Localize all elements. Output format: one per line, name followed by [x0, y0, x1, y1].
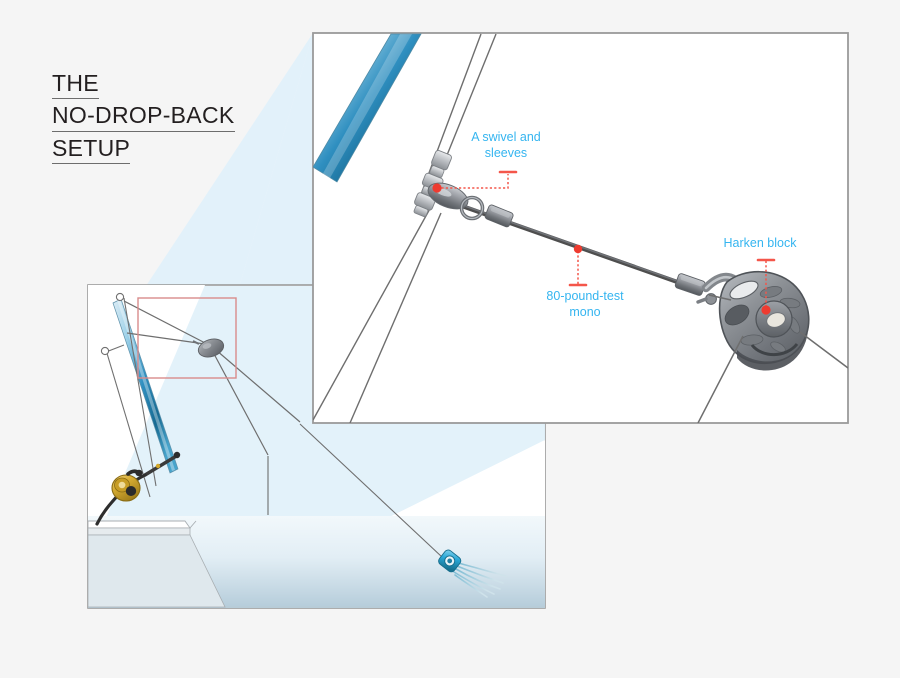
marker-dot-harken: [761, 305, 771, 315]
label-mono-line-2: mono: [569, 305, 601, 319]
inset-fishing-line: [267, 423, 443, 558]
leader-swivel: [432, 170, 518, 193]
marker-dot-mono: [573, 244, 583, 254]
harken-block-inset: [192, 338, 225, 358]
label-mono: 80-pound-test mono: [519, 288, 651, 320]
marker-dot-swivel: [432, 183, 442, 193]
leader-lines: [432, 170, 776, 315]
leader-harken: [756, 258, 776, 315]
selection-rect[interactable]: [137, 297, 237, 379]
label-swivel: A swivel and sleeves: [440, 129, 572, 161]
fishing-rod: [95, 451, 181, 526]
trolling-lure: [438, 549, 507, 598]
label-harken-block: Harken block: [693, 235, 827, 251]
title-line-3: SETUP: [52, 136, 131, 165]
title-line-1: THE: [52, 71, 99, 100]
boat-gunwale: [88, 520, 226, 608]
label-mono-line-1: 80-pound-test: [546, 289, 624, 303]
label-swivel-line-2: sleeves: [484, 146, 528, 160]
inset-content: [88, 285, 545, 608]
leader-mono: [568, 244, 588, 287]
outrigger-pole: [313, 33, 422, 183]
harken-block: [718, 271, 810, 371]
main-content: [313, 33, 848, 423]
release-lines: [697, 294, 848, 423]
label-harken-block-line-1: Harken block: [723, 236, 797, 250]
lure-skirt: [453, 562, 507, 598]
label-swivel-line-1: A swivel and: [471, 130, 541, 144]
gold-reel: [111, 469, 143, 502]
outrigger-struts: [100, 292, 157, 498]
page-title: THE NO-DROP-BACK SETUP: [52, 71, 252, 169]
title-line-2: NO-DROP-BACK: [52, 104, 235, 132]
inset-rigging-lines: [123, 300, 301, 456]
crimp-sleeve: [484, 204, 514, 228]
